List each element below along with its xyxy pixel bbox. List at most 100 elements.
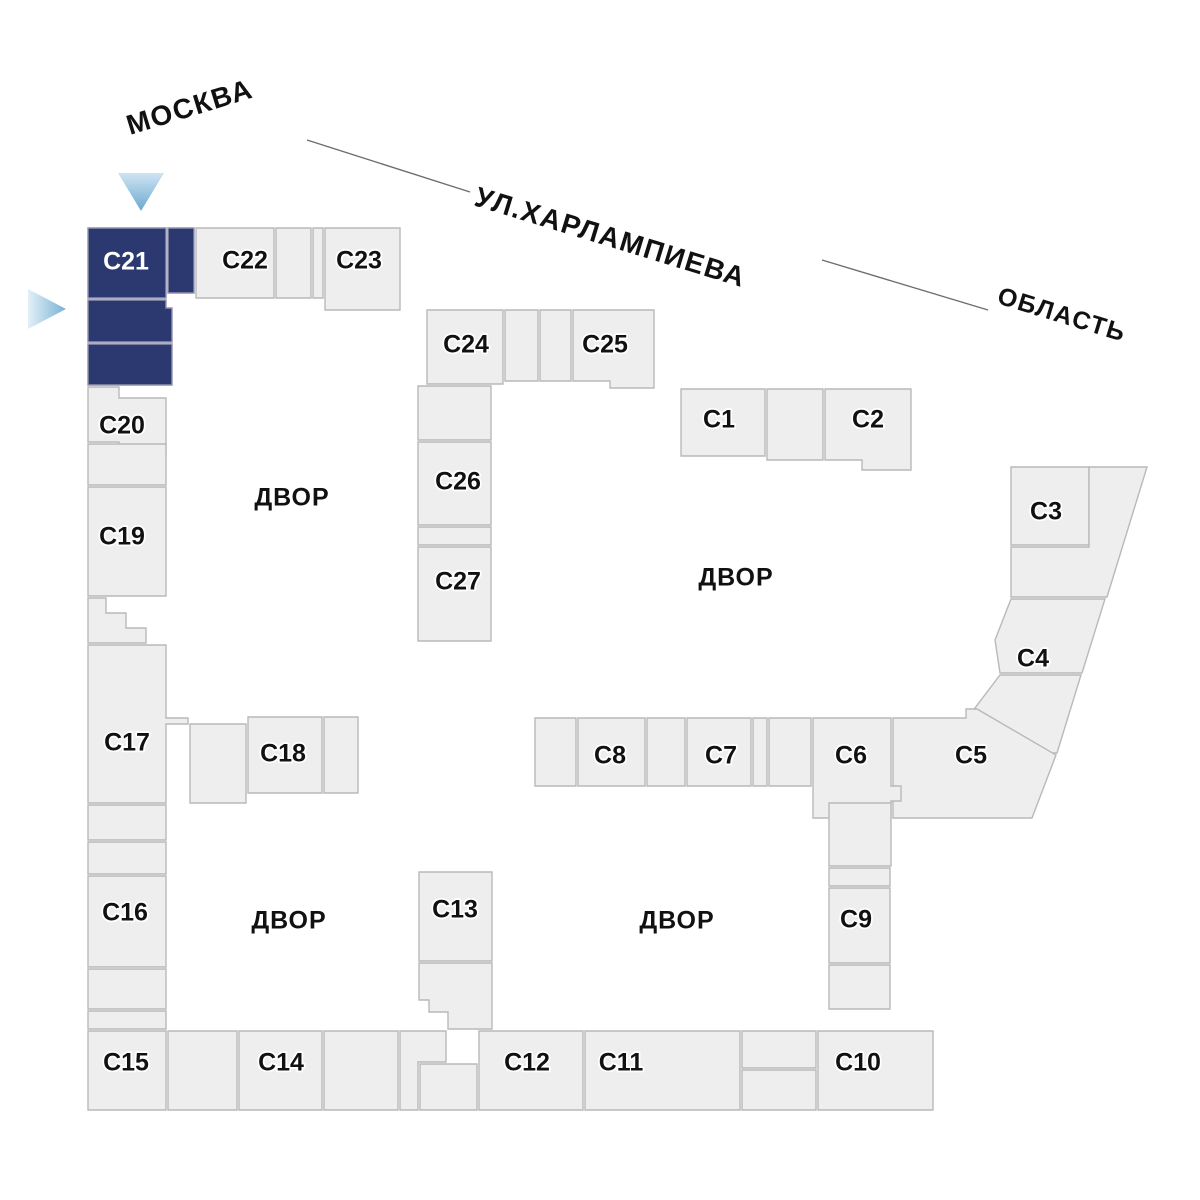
building-segment[interactable] xyxy=(87,1010,167,1030)
building-block-c27[interactable] xyxy=(417,546,492,642)
building-segment[interactable] xyxy=(87,343,173,386)
entrance-arrow-north[interactable] xyxy=(118,173,164,211)
building-block-c24[interactable] xyxy=(426,309,504,385)
building-segment[interactable] xyxy=(768,717,812,787)
building-segment[interactable] xyxy=(312,227,324,299)
building-block-c26[interactable] xyxy=(417,441,492,526)
building-block-c15[interactable] xyxy=(87,1030,167,1111)
building-segment[interactable] xyxy=(189,723,247,804)
building-segment[interactable] xyxy=(828,867,891,887)
building-segment[interactable] xyxy=(828,802,892,867)
building-segment[interactable] xyxy=(87,299,173,343)
building-segment[interactable] xyxy=(752,717,768,787)
building-segment[interactable] xyxy=(828,964,891,1010)
building-segment[interactable] xyxy=(323,1030,399,1111)
block-label-c9: C9 xyxy=(840,906,872,934)
building-block-c14[interactable] xyxy=(238,1030,323,1111)
block-label-c20: C20 xyxy=(99,412,145,440)
building-block-c16[interactable] xyxy=(87,875,167,968)
building-segment[interactable] xyxy=(766,388,824,461)
building-block-c25[interactable] xyxy=(572,309,655,389)
building-block-c13[interactable] xyxy=(418,871,493,962)
building-segment[interactable] xyxy=(87,443,167,486)
building-block-c17[interactable] xyxy=(87,644,189,804)
building-block-c10[interactable] xyxy=(817,1030,934,1111)
entrance-arrow-west[interactable] xyxy=(28,289,66,329)
block-label-c25: C25 xyxy=(582,331,628,359)
building-block-c8[interactable] xyxy=(577,717,646,787)
leader-line-moscow xyxy=(306,139,471,193)
building-segment[interactable] xyxy=(87,804,167,841)
street-leader-lines xyxy=(306,139,989,311)
building-segment[interactable] xyxy=(87,597,147,644)
block-label-c1: C1 xyxy=(703,406,735,434)
building-segment[interactable] xyxy=(1010,466,1148,598)
building-segment[interactable] xyxy=(534,717,577,787)
block-label-c19: C19 xyxy=(99,523,145,551)
building-segment[interactable] xyxy=(418,962,493,1030)
street-label-kharlampieva-street: УЛ.ХАРЛАМПИЕВА xyxy=(471,181,750,293)
block-label-c18: C18 xyxy=(260,740,306,768)
building-segment[interactable] xyxy=(399,1030,447,1111)
block-label-c26: C26 xyxy=(435,468,481,496)
building-segment[interactable] xyxy=(167,227,195,294)
building-segment[interactable] xyxy=(419,1063,478,1111)
building-segment[interactable] xyxy=(275,227,312,299)
leader-line-oblast xyxy=(821,259,989,311)
block-label-c21: C21 xyxy=(103,248,149,276)
building-block-c23[interactable] xyxy=(324,227,401,311)
building-block-c21[interactable] xyxy=(87,227,167,299)
block-label-c23: C23 xyxy=(336,247,382,275)
building-block-c22[interactable] xyxy=(195,227,275,299)
block-label-c10: C10 xyxy=(835,1049,881,1077)
street-label-oblast-direction: ОБЛАСТЬ xyxy=(994,282,1129,348)
building-block-c11[interactable] xyxy=(584,1030,741,1111)
entrance-arrows-layer xyxy=(28,173,164,329)
buildings-layer xyxy=(87,227,1148,1111)
block-label-c8: C8 xyxy=(594,742,626,770)
street-label-moscow-direction: МОСКВА xyxy=(123,73,257,141)
building-segment[interactable] xyxy=(539,309,572,382)
block-label-c4: C4 xyxy=(1017,645,1049,673)
block-label-c27: C27 xyxy=(435,568,481,596)
block-label-c7: C7 xyxy=(705,742,737,770)
building-segment[interactable] xyxy=(87,841,167,875)
block-label-c24: C24 xyxy=(443,331,489,359)
building-block-c1[interactable] xyxy=(680,388,766,457)
building-block-c5[interactable] xyxy=(892,708,1057,819)
building-block-c19[interactable] xyxy=(87,486,167,597)
building-block-c12[interactable] xyxy=(478,1030,584,1111)
building-block-c2[interactable] xyxy=(824,388,912,471)
building-block-c7[interactable] xyxy=(686,717,752,787)
block-label-c16: C16 xyxy=(102,899,148,927)
building-segment[interactable] xyxy=(504,309,539,382)
building-segment[interactable] xyxy=(323,716,359,794)
block-label-c17: C17 xyxy=(104,729,150,757)
block-label-c2: C2 xyxy=(852,406,884,434)
building-segment[interactable] xyxy=(417,526,492,546)
yard-southwest: ДВОР xyxy=(251,907,326,935)
yard-northwest: ДВОР xyxy=(254,484,329,512)
block-label-c14: C14 xyxy=(258,1049,304,1077)
building-block-c9[interactable] xyxy=(828,887,891,964)
building-segment[interactable] xyxy=(741,1030,817,1069)
building-segment[interactable] xyxy=(741,1069,817,1111)
street-labels-layer: МОСКВА УЛ.ХАРЛАМПИЕВА ОБЛАСТЬ xyxy=(123,73,1130,348)
yard-southeast: ДВОР xyxy=(639,907,714,935)
building-block-c4[interactable] xyxy=(994,598,1106,674)
building-segment[interactable] xyxy=(646,717,686,787)
block-label-c5: C5 xyxy=(955,742,987,770)
building-segment[interactable] xyxy=(167,1030,238,1111)
building-segment[interactable] xyxy=(87,968,167,1010)
block-label-c3: C3 xyxy=(1030,498,1062,526)
block-label-c12: C12 xyxy=(504,1049,550,1077)
block-label-c11: C11 xyxy=(599,1049,644,1077)
block-label-c22: C22 xyxy=(222,247,268,275)
building-block-c18[interactable] xyxy=(247,716,323,794)
block-label-c15: C15 xyxy=(103,1049,149,1077)
building-segment[interactable] xyxy=(417,385,492,441)
